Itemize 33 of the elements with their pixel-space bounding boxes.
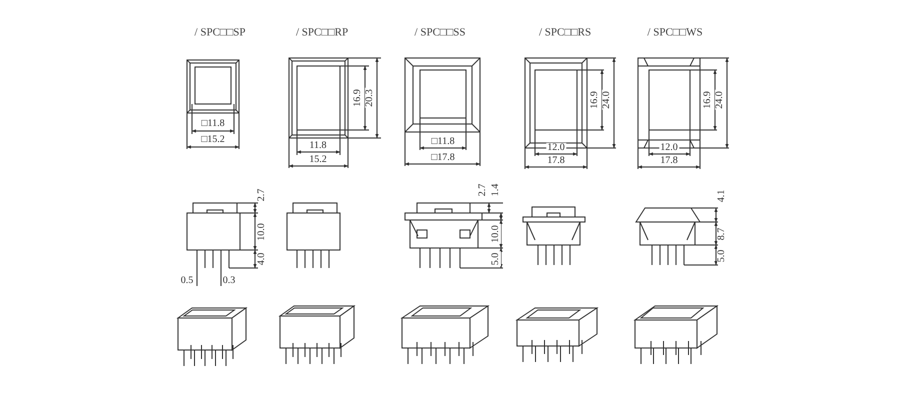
dimension-label: 2.7 [257,188,267,202]
model-label: / SPC□□RP [294,28,350,38]
dimension-label: 0.5 [180,276,194,286]
dimension-label: □17.8 [430,153,456,163]
dimension-label: 12.0 [659,143,679,153]
dimension-label: 15.2 [308,155,328,165]
dimension-label: 5.0 [717,248,727,264]
dimension-label: □15.2 [200,135,226,145]
model-label: / SPC□□SP [194,28,246,38]
dimension-label: 20.3 [365,88,375,108]
dimension-label: 17.8 [659,156,679,166]
dimension-label: □11.8 [430,137,456,147]
dimension-label: 17.8 [546,156,566,166]
dimension-label: 16.9 [703,90,713,110]
dimension-label: 24.0 [715,90,725,110]
dimension-label: 11.8 [308,141,328,151]
dimension-label: 0.3 [222,276,236,286]
dimension-label: 2.7 [478,182,488,198]
dimension-label: 10.0 [491,224,501,244]
dimension-label: 16.9 [353,88,363,108]
dimension-label: 8.7 [717,226,727,242]
dimension-label: 12.0 [546,143,566,153]
dimension-label: 5.0 [491,252,501,266]
dimension-label: 4.1 [717,188,727,204]
dimension-label: 16.9 [590,90,600,110]
model-label: / SPC□□WS [646,28,704,38]
dimension-label: 4.0 [257,252,267,266]
model-label: / SPC□□RS [538,28,592,38]
dimension-label: 1.4 [491,182,501,198]
model-label: / SPC□□SS [414,28,466,38]
dimension-label: 24.0 [602,90,612,110]
dimension-label: 10.0 [257,222,267,242]
dimension-label: □11.8 [200,119,226,129]
